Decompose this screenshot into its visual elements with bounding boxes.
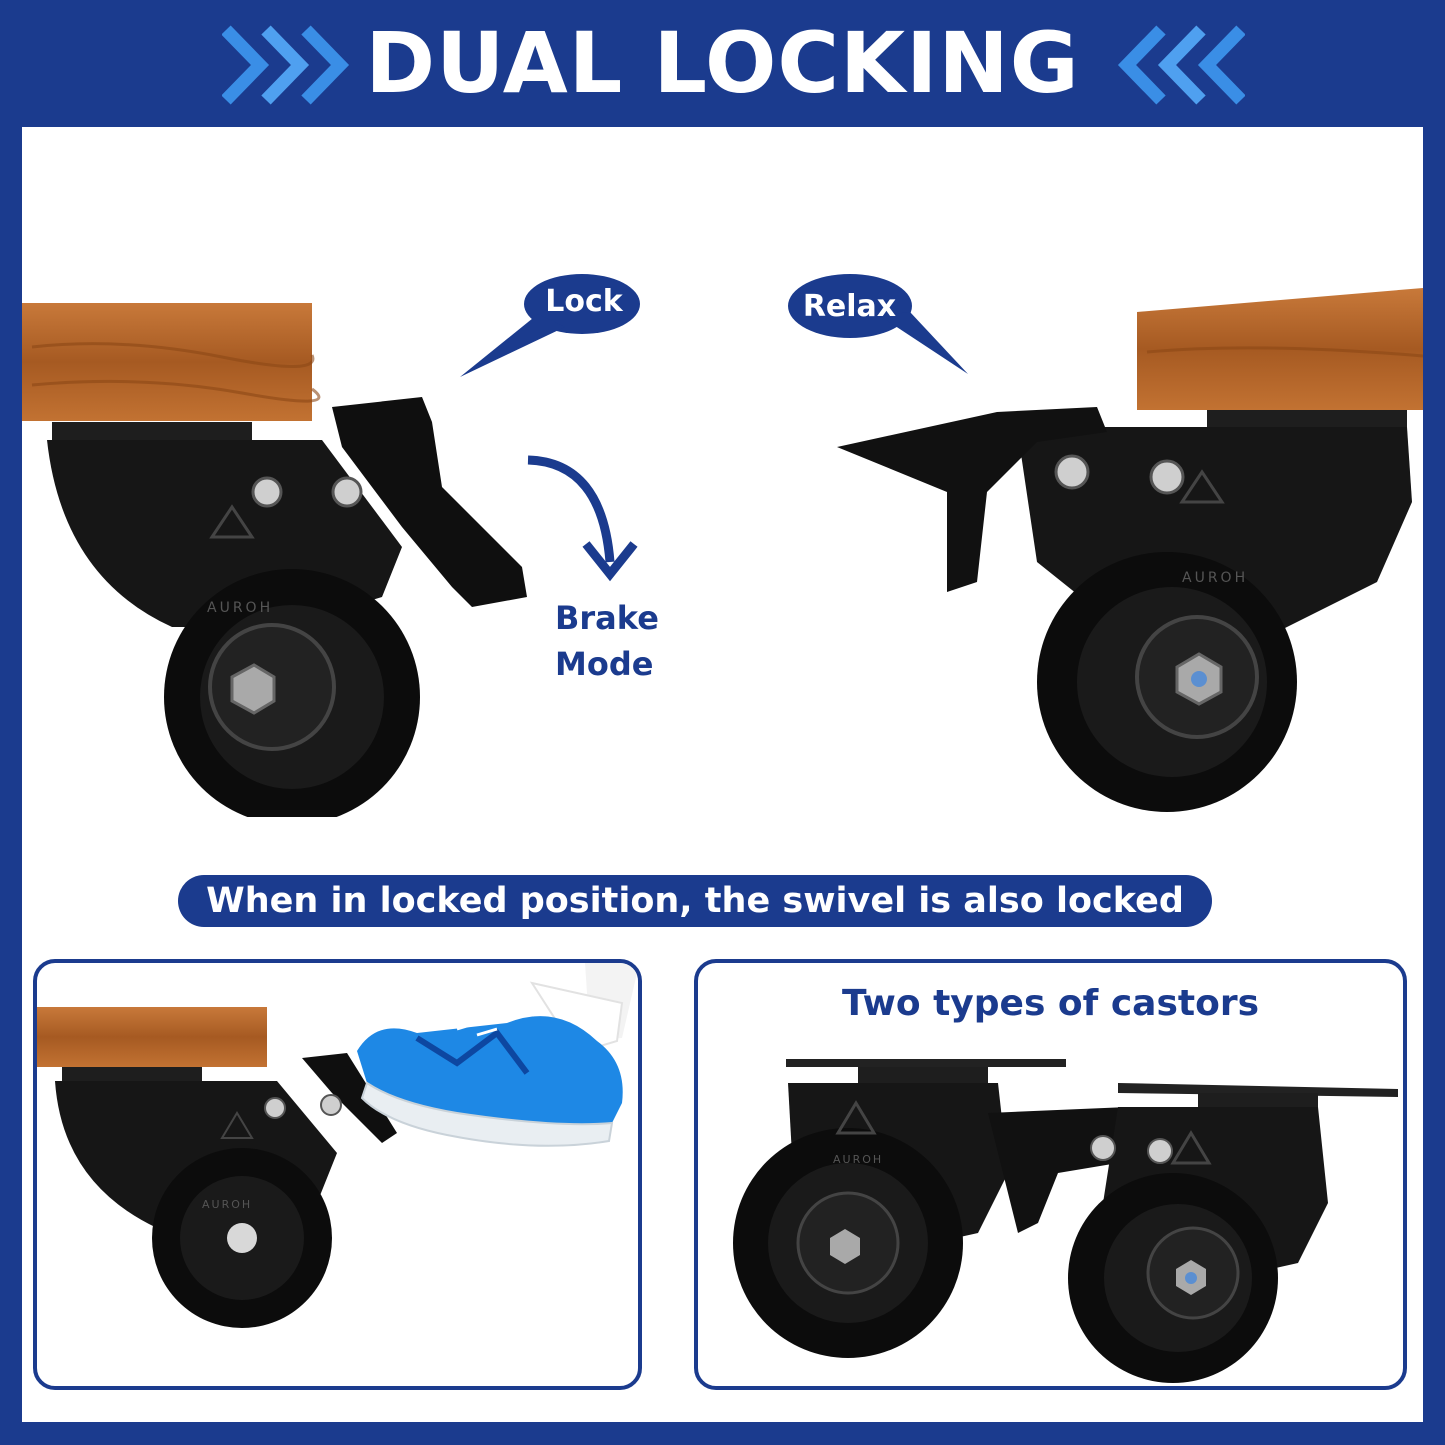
curved-arrow-icon	[527, 455, 638, 582]
foot-lock-card: AUROH	[33, 959, 642, 1390]
relax-label: Relax	[802, 289, 897, 324]
lock-speech-bubble	[460, 274, 640, 377]
header-bar: DUAL LOCKING	[0, 0, 1445, 125]
two-castors-illustration: AUROH	[733, 1059, 1398, 1383]
page-title: DUAL LOCKING	[365, 14, 1080, 112]
swivel-lock-banner: When in locked position, the swivel is a…	[178, 875, 1212, 927]
castor-types-title: Two types of castors	[841, 983, 1260, 1024]
brand-mark: AUROH	[202, 1198, 252, 1211]
swivel-lock-text: When in locked position, the swivel is a…	[206, 881, 1184, 921]
relaxed-caster-illustration: AUROH	[837, 288, 1423, 812]
castor-types-card: Two types of castors AUROH	[694, 959, 1407, 1390]
foot-press-illustration: AUROH	[37, 963, 637, 1328]
chevrons-left-icon	[1117, 25, 1245, 105]
lock-label: Lock	[545, 284, 623, 319]
brake-line-1: Brake	[555, 599, 659, 637]
brand-mark: AUROH	[833, 1153, 883, 1166]
brake-line-2: Mode	[555, 645, 654, 683]
relax-speech-bubble	[788, 274, 968, 374]
brand-mark: AUROH	[1182, 570, 1248, 586]
locked-caster-illustration: AUROH	[22, 303, 527, 817]
chevrons-right-icon	[222, 25, 350, 105]
brand-mark: AUROH	[207, 600, 273, 616]
content-panel: AUROH Lock Brake Mode Relax	[22, 127, 1423, 1422]
brake-mode-label: Brake Mode	[555, 595, 659, 687]
